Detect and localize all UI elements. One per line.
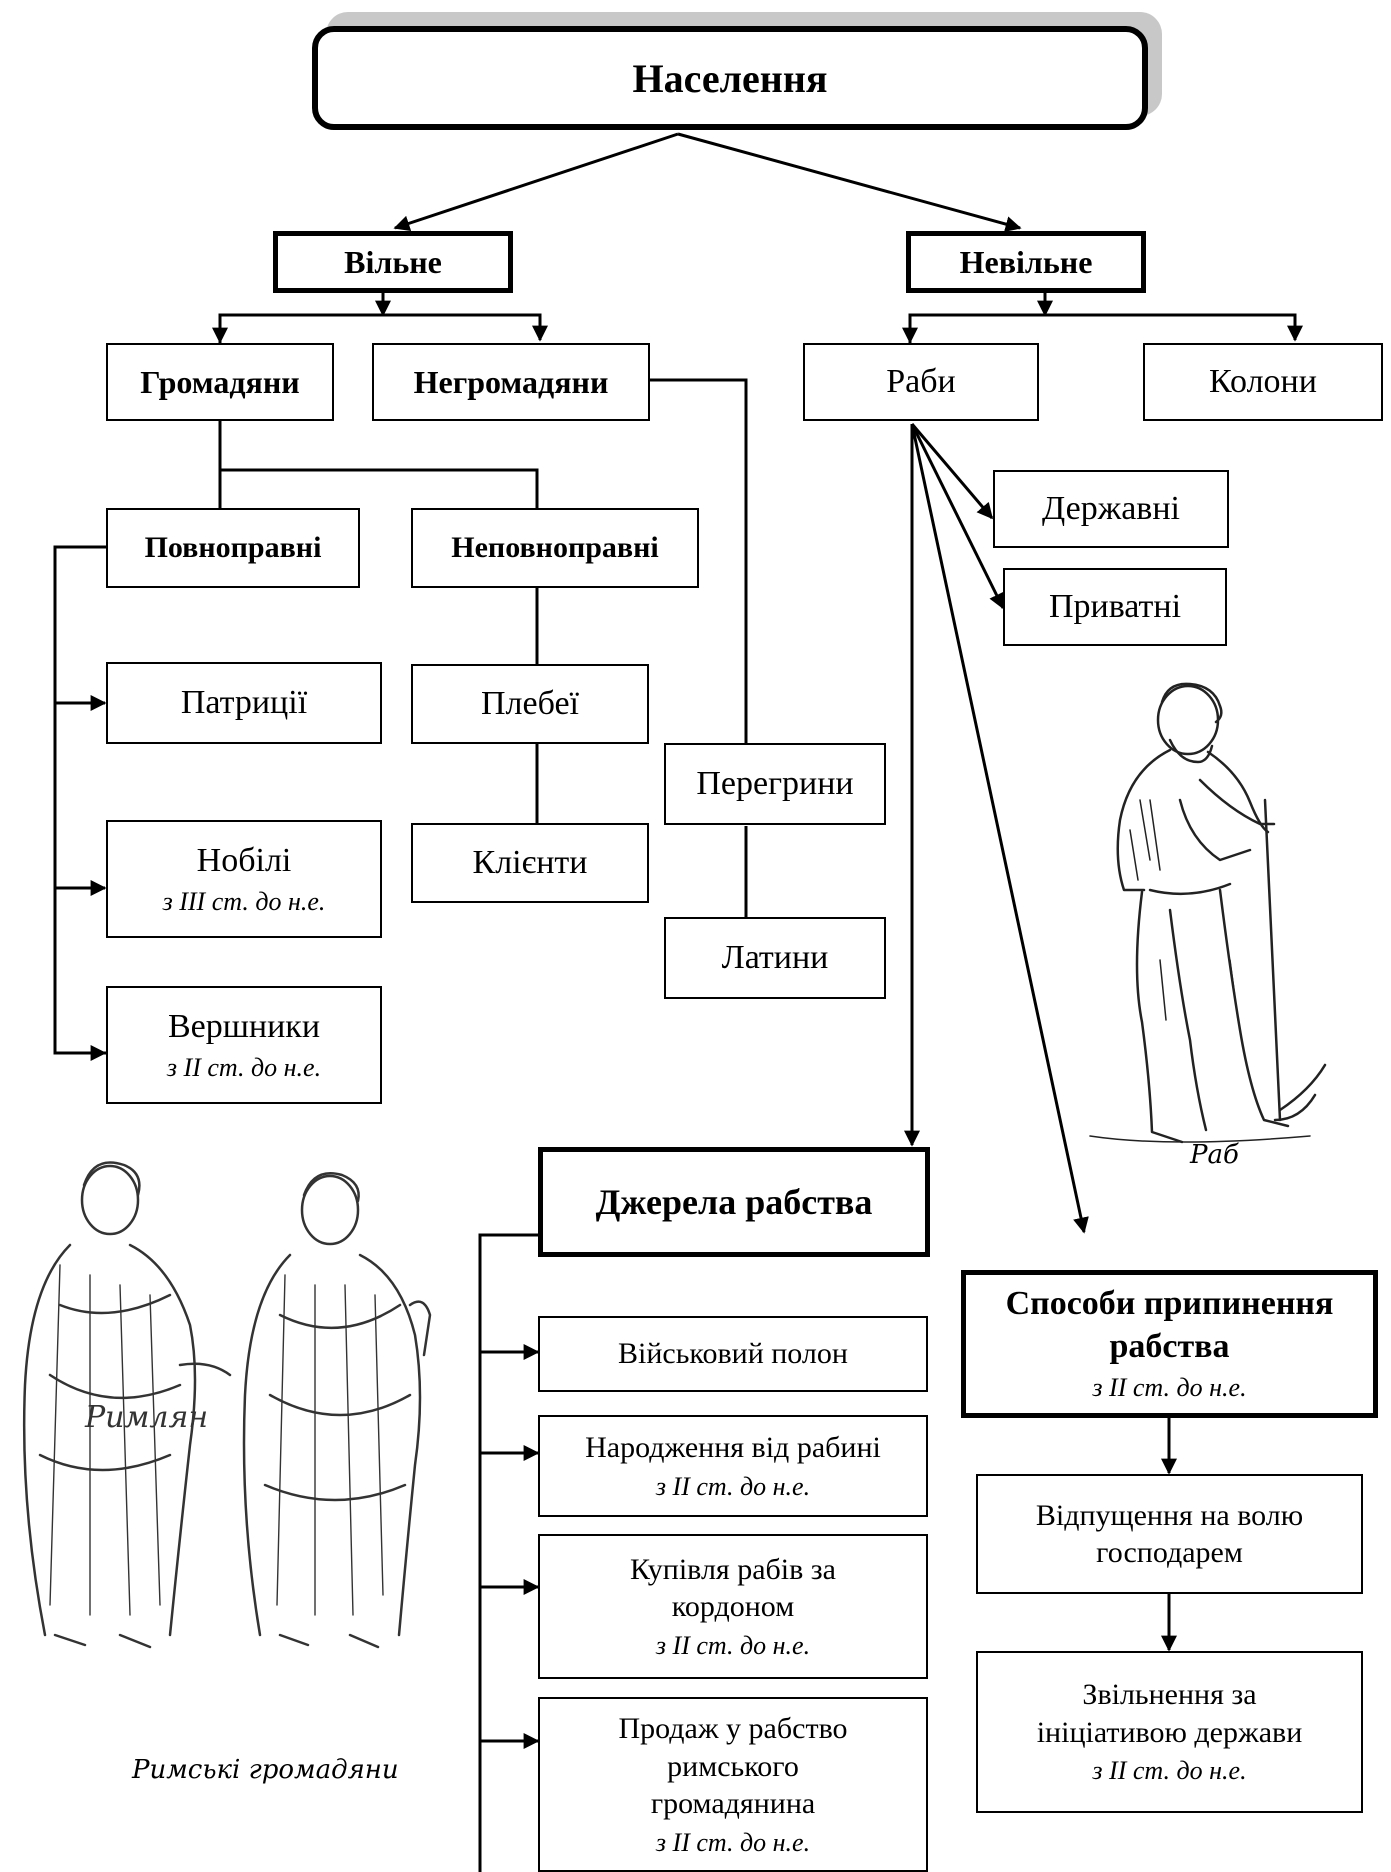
node-unfree-label: Невільне xyxy=(959,244,1093,280)
termination-item-label: Відпущення на волю господарем xyxy=(1035,1498,1304,1570)
node-free-label: Вільне xyxy=(344,244,442,280)
source-item: Військовий полон xyxy=(538,1316,928,1392)
node-slavery-termination-note: з ІІ ст. до н.е. xyxy=(1092,1373,1247,1403)
node-slaves-label: Раби xyxy=(886,362,956,400)
node-slaves: Раби xyxy=(803,343,1039,421)
node-colons: Колони xyxy=(1143,343,1383,421)
source-item-label: Купівля рабів за кордоном xyxy=(630,1552,836,1624)
root-node-population: Населення xyxy=(312,26,1148,130)
node-equites-label: Вершники xyxy=(167,1007,321,1045)
node-noncitizens-label: Негромадяни xyxy=(413,364,609,400)
node-nobiles-note: з ІІІ ст. до н.е. xyxy=(162,887,326,916)
node-colons-label: Колони xyxy=(1209,362,1317,400)
termination-item-label: Звільнення за ініціативою держави xyxy=(1036,1678,1303,1749)
node-equites: Вершники з ІІ ст. до н.е. xyxy=(106,986,382,1104)
node-state-slaves: Державні xyxy=(993,470,1229,548)
node-private-slaves: Приватні xyxy=(1003,568,1227,646)
node-private-slaves-label: Приватні xyxy=(1048,587,1182,625)
node-slavery-sources-label: Джерела рабства xyxy=(595,1181,873,1222)
node-plebeians: Плебеї xyxy=(411,664,649,744)
citizens-caption: Римські громадяни xyxy=(132,1755,399,1785)
source-item: Продаж у рабство римського громадянина з… xyxy=(538,1697,928,1872)
citizens-illustration xyxy=(22,1161,432,1649)
termination-item: Відпущення на волю господарем xyxy=(976,1474,1363,1594)
node-unfree: Невільне xyxy=(906,231,1146,293)
node-citizens-label: Громадяни xyxy=(140,364,300,400)
source-item-label: Військовий полон xyxy=(618,1337,848,1371)
node-patricians: Патриції xyxy=(106,662,382,744)
slave-illustration xyxy=(1089,682,1327,1144)
root-label: Населення xyxy=(632,55,828,101)
node-nobiles-label: Нобілі xyxy=(196,841,292,879)
node-full-rights-label: Повноправні xyxy=(144,531,322,565)
node-full-rights: Повноправні xyxy=(106,508,360,588)
node-clients: Клієнти xyxy=(411,823,649,903)
node-peregrines-label: Перегрини xyxy=(696,764,854,802)
node-slavery-termination-label: Способи припинення рабства xyxy=(1005,1285,1334,1365)
node-clients-label: Клієнти xyxy=(472,843,588,881)
node-free: Вільне xyxy=(273,231,513,293)
node-partial-rights: Неповноправні xyxy=(411,508,699,588)
source-item-note: з ІІ ст. до н.е. xyxy=(655,1827,811,1857)
partial-caption: Римлян xyxy=(85,1400,209,1435)
source-item: Народження від рабині з ІІ ст. до н.е. xyxy=(538,1415,928,1517)
source-item-note: з ІІ ст. до н.е. xyxy=(655,1630,811,1660)
node-slavery-sources: Джерела рабства xyxy=(538,1147,930,1257)
node-patricians-label: Патриції xyxy=(180,683,308,721)
node-nobiles: Нобілі з ІІІ ст. до н.е. xyxy=(106,820,382,938)
slave-caption: Раб xyxy=(1190,1140,1239,1170)
node-equites-note: з ІІ ст. до н.е. xyxy=(166,1053,322,1082)
node-citizens: Громадяни xyxy=(106,343,334,421)
node-partial-rights-label: Неповноправні xyxy=(451,531,659,565)
node-noncitizens: Негромадяни xyxy=(372,343,650,421)
termination-item: Звільнення за ініціативою держави з ІІ с… xyxy=(976,1651,1363,1813)
node-state-slaves-label: Державні xyxy=(1042,489,1180,527)
node-latins-label: Латини xyxy=(721,938,829,976)
node-plebeians-label: Плебеї xyxy=(481,684,579,722)
node-latins: Латини xyxy=(664,917,886,999)
node-slavery-termination: Способи припинення рабства з ІІ ст. до н… xyxy=(961,1270,1378,1418)
source-item-note: з ІІ ст. до н.е. xyxy=(655,1471,811,1501)
node-peregrines: Перегрини xyxy=(664,743,886,825)
termination-item-note: з ІІ ст. до н.е. xyxy=(1092,1756,1247,1786)
source-item-label: Продаж у рабство римського громадянина xyxy=(618,1712,848,1820)
source-item: Купівля рабів за кордоном з ІІ ст. до н.… xyxy=(538,1534,928,1679)
source-item-label: Народження від рабині xyxy=(585,1431,881,1464)
